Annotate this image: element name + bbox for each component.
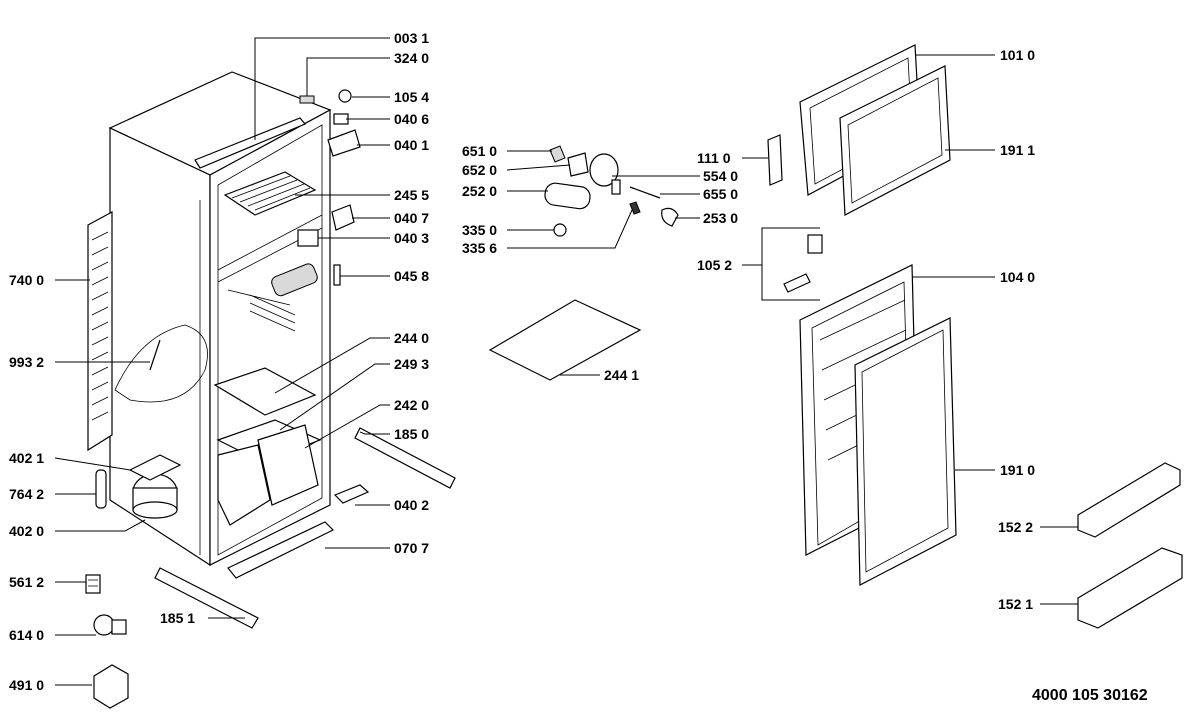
label-244-1: 244 1 bbox=[604, 367, 639, 383]
label-614-0: 614 0 bbox=[9, 627, 44, 643]
part-252-0 bbox=[544, 182, 591, 210]
label-561-2: 561 2 bbox=[9, 574, 44, 590]
document-number: 4000 105 30162 bbox=[1032, 687, 1148, 704]
label-191-1: 191 1 bbox=[1000, 142, 1035, 158]
part-764-2 bbox=[95, 469, 107, 509]
part-245-5 bbox=[223, 171, 317, 216]
part-labels: 003 1 324 0 105 4 040 6 040 1 245 5 040 … bbox=[9, 30, 1148, 704]
part-554-0 bbox=[589, 153, 619, 187]
upper-door bbox=[799, 44, 951, 216]
label-105-4: 105 4 bbox=[394, 89, 429, 105]
label-045-8: 045 8 bbox=[394, 268, 429, 284]
cabinet-control-box bbox=[271, 263, 318, 297]
label-554-0: 554 0 bbox=[703, 168, 738, 184]
label-101-0: 101 0 bbox=[1000, 47, 1035, 63]
part-040-2 bbox=[333, 484, 370, 504]
part-652-0 bbox=[567, 152, 589, 177]
label-491-0: 491 0 bbox=[9, 677, 44, 693]
part-105-2-b bbox=[783, 273, 811, 293]
label-402-1: 402 1 bbox=[9, 450, 44, 466]
label-740-0: 740 0 bbox=[9, 272, 44, 288]
part-242-0 bbox=[217, 424, 319, 526]
part-070-7 bbox=[227, 521, 335, 579]
label-245-5: 245 5 bbox=[394, 187, 429, 203]
label-324-0: 324 0 bbox=[394, 50, 429, 66]
label-152-1: 152 1 bbox=[998, 596, 1033, 612]
part-614-0 bbox=[93, 614, 127, 636]
part-335-0 bbox=[553, 223, 567, 237]
part-335-6 bbox=[629, 201, 641, 215]
part-561-2 bbox=[85, 574, 101, 594]
label-191-0: 191 0 bbox=[1000, 462, 1035, 478]
cabinet-rails bbox=[227, 289, 296, 332]
label-652-0: 652 0 bbox=[462, 162, 497, 178]
part-040-1 bbox=[327, 129, 361, 157]
control-assembly bbox=[544, 145, 679, 237]
label-070-7: 070 7 bbox=[394, 540, 429, 556]
part-185-1 bbox=[154, 567, 259, 629]
part-253-0 bbox=[661, 207, 679, 227]
part-040-3 bbox=[297, 229, 319, 247]
part-191-1 bbox=[839, 65, 951, 216]
label-335-0: 335 0 bbox=[462, 222, 497, 238]
part-152-1 bbox=[1077, 547, 1183, 629]
part-324-0 bbox=[299, 95, 315, 104]
part-111-0 bbox=[767, 134, 783, 186]
part-003-1 bbox=[194, 117, 306, 169]
label-040-6: 040 6 bbox=[394, 111, 429, 127]
part-993-2 bbox=[114, 324, 208, 403]
part-040-7 bbox=[331, 204, 355, 231]
part-185-0 bbox=[354, 427, 456, 489]
label-651-0: 651 0 bbox=[462, 143, 497, 159]
label-242-0: 242 0 bbox=[394, 397, 429, 413]
label-252-0: 252 0 bbox=[462, 183, 497, 199]
part-040-6 bbox=[333, 113, 349, 125]
label-993-2: 993 2 bbox=[9, 354, 44, 370]
part-244-0 bbox=[213, 367, 317, 416]
label-402-0: 402 0 bbox=[9, 523, 44, 539]
label-104-0: 104 0 bbox=[1000, 269, 1035, 285]
part-105-2-a bbox=[807, 234, 823, 254]
label-003-1: 003 1 bbox=[394, 30, 429, 46]
part-105-4 bbox=[338, 89, 352, 103]
label-040-2: 040 2 bbox=[394, 497, 429, 513]
part-651-0 bbox=[549, 145, 566, 163]
lower-door bbox=[799, 264, 957, 586]
label-040-1: 040 1 bbox=[394, 137, 429, 153]
part-152-2 bbox=[1077, 462, 1181, 538]
label-040-7: 040 7 bbox=[394, 210, 429, 226]
part-244-1 bbox=[488, 299, 642, 381]
label-249-3: 249 3 bbox=[394, 356, 429, 372]
label-152-2: 152 2 bbox=[998, 519, 1033, 535]
label-335-6: 335 6 bbox=[462, 240, 497, 256]
part-045-8 bbox=[333, 264, 341, 286]
label-185-0: 185 0 bbox=[394, 426, 429, 442]
part-402-0 bbox=[128, 454, 182, 519]
label-111-0: 111 0 bbox=[697, 150, 731, 166]
part-655-0 bbox=[629, 186, 661, 199]
label-253-0: 253 0 bbox=[703, 210, 738, 226]
label-764-2: 764 2 bbox=[9, 486, 44, 502]
label-105-2: 105 2 bbox=[697, 257, 732, 273]
leader-lines bbox=[54, 37, 1078, 686]
label-040-3: 040 3 bbox=[394, 230, 429, 246]
label-655-0: 655 0 bbox=[703, 186, 738, 202]
label-185-1: 185 1 bbox=[160, 610, 195, 626]
label-244-0: 244 0 bbox=[394, 330, 429, 346]
part-191-0 bbox=[854, 317, 957, 586]
part-491-0 bbox=[93, 664, 129, 709]
part-740-0 bbox=[87, 210, 113, 452]
